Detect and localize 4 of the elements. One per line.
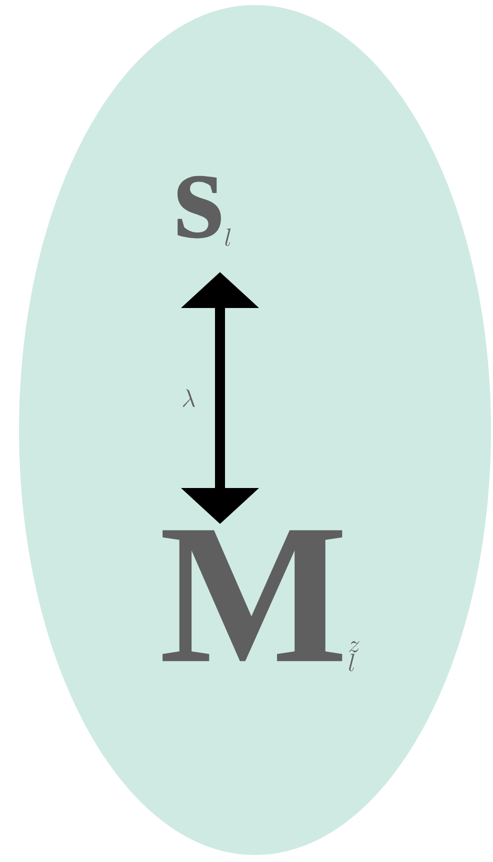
ellipse-shape — [19, 5, 491, 855]
edge-label: $\lambda$ — [182, 389, 195, 407]
math-symbol: $\mathbf{s}_l$ — [178, 176, 231, 246]
math-symbol: $\mathbf{M}^z_l$ — [162, 530, 360, 672]
